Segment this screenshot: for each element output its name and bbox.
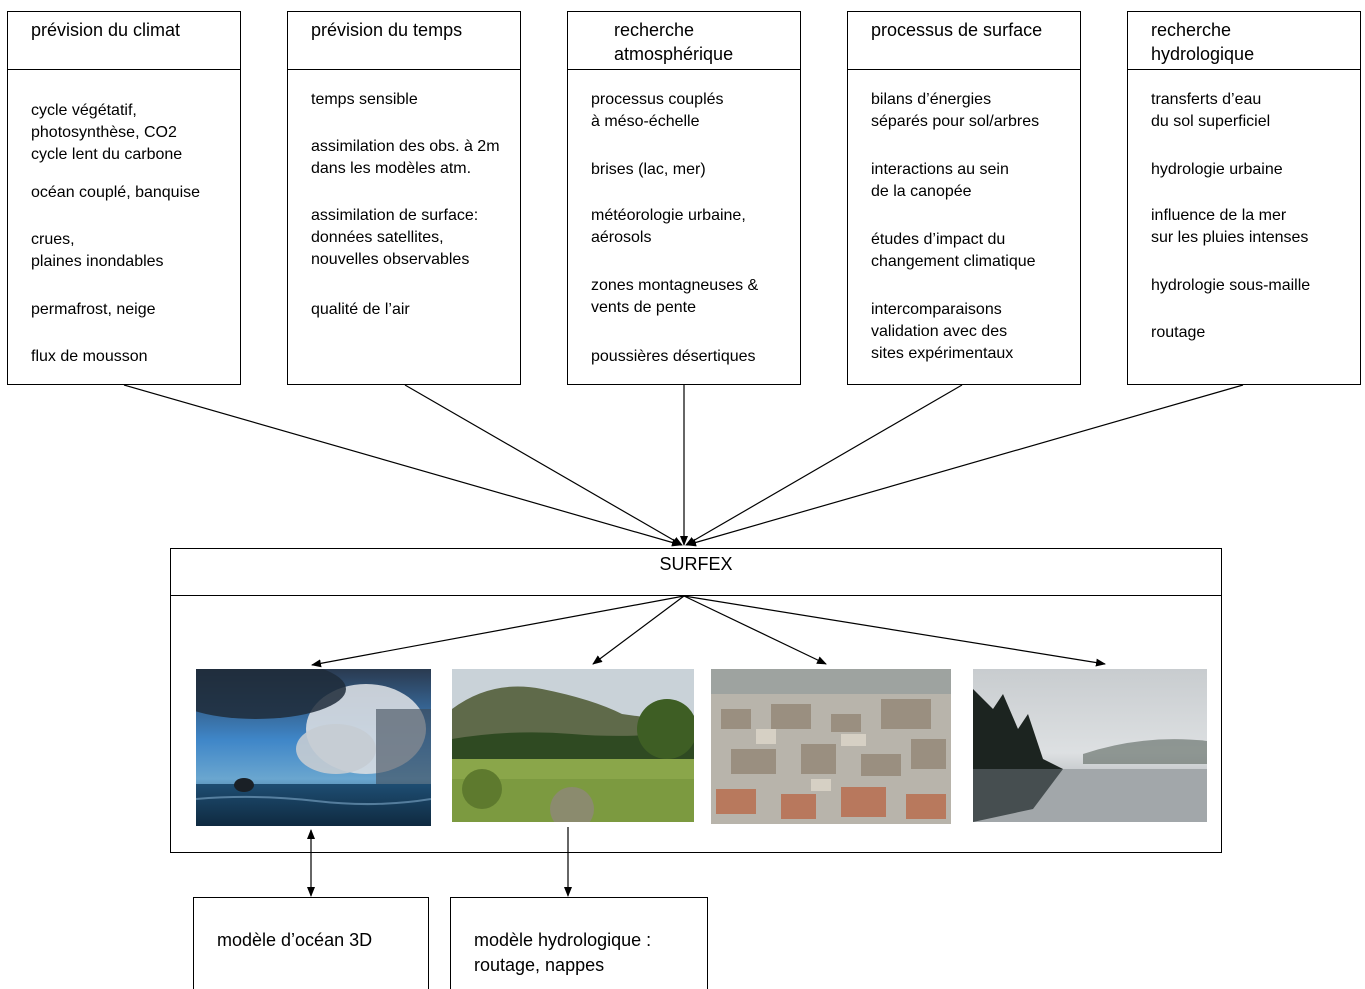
list-item: poussières désertiques <box>591 348 756 365</box>
list-item: flux de mousson <box>31 348 148 365</box>
list-item: temps sensible <box>311 91 418 108</box>
column-weather-forecast: prévision du temps temps sensible assimi… <box>287 11 521 385</box>
list-item: influence de la mer sur les pluies inten… <box>1151 207 1309 246</box>
surfex-title: SURFEX <box>659 554 733 574</box>
arrow-climat-to-surfex <box>123 384 682 547</box>
arrow-temps-to-surfex <box>404 384 683 546</box>
surfex-header: SURFEX <box>171 549 1221 596</box>
list-item: zones montagneuses & vents de pente <box>591 277 759 316</box>
city-aerial-photo <box>711 669 951 824</box>
ocean-model-box: modèle d’océan 3D <box>193 897 429 989</box>
misty-lake-photo <box>973 669 1207 822</box>
column-title: prévision du climat <box>31 20 181 40</box>
arrow-surface-to-surfex <box>685 384 963 546</box>
list-item: études d’impact du changement climatique <box>871 231 1036 270</box>
column-title: recherche hydrologique <box>1151 20 1255 64</box>
arrow-surfex-to-photo-3 <box>683 595 827 665</box>
list-item: météorologie urbaine, aérosols <box>591 207 746 246</box>
list-item: crues, plaines inondables <box>31 231 164 270</box>
list-item: bilans d’énergies séparés pour sol/arbre… <box>871 91 1040 130</box>
column-header: processus de surface <box>848 12 1080 70</box>
hydro-model-box: modèle hydrologique : routage, nappes <box>450 897 708 989</box>
column-header: recherche hydrologique <box>1128 12 1360 70</box>
ocean-model-label: modèle d’océan 3D <box>217 930 373 950</box>
ocean-storm-photo <box>196 669 431 826</box>
list-item: hydrologie sous-maille <box>1151 277 1311 294</box>
column-title: recherche atmosphérique <box>614 20 734 64</box>
column-surface-processes: processus de surface bilans d’énergies s… <box>847 11 1081 385</box>
list-item: transferts d’eau du sol superficiel <box>1151 91 1271 130</box>
list-item: océan couplé, banquise <box>31 184 201 201</box>
list-item: assimilation de surface: données satelli… <box>311 207 479 268</box>
column-header: prévision du temps <box>288 12 520 70</box>
arrow-surfex-to-photo-1 <box>311 595 685 668</box>
list-item: brises (lac, mer) <box>591 161 706 178</box>
list-item: qualité de l’air <box>311 301 410 318</box>
list-item: processus couplés à méso-échelle <box>591 91 724 130</box>
column-title: processus de surface <box>871 20 1043 40</box>
list-item: hydrologie urbaine <box>1151 161 1283 178</box>
list-item: routage <box>1151 324 1206 341</box>
arrow-hydro-to-surfex <box>686 384 1244 547</box>
arrow-surfex-to-photo-2 <box>592 595 685 665</box>
list-item: intercomparaisons validation avec des si… <box>871 301 1014 362</box>
list-item: cycle végétatif, photosynthèse, CO2 cycl… <box>31 102 183 163</box>
list-item: permafrost, neige <box>31 301 156 318</box>
column-atmospheric-research: recherche atmosphérique processus couplé… <box>567 11 801 385</box>
list-item: assimilation des obs. à 2m dans les modè… <box>311 138 500 177</box>
hydro-model-label: modèle hydrologique : routage, nappes <box>474 930 652 975</box>
surfex-box: SURFEX <box>170 548 1222 853</box>
column-header: recherche atmosphérique <box>568 12 800 70</box>
arrow-surfex-to-photo-4 <box>683 595 1106 667</box>
column-title: prévision du temps <box>311 20 463 40</box>
column-climate-forecast: prévision du climat cycle végétatif, pho… <box>7 11 241 385</box>
list-item: interactions au sein de la canopée <box>871 161 1009 200</box>
column-header: prévision du climat <box>8 12 240 70</box>
column-hydrological-research: recherche hydrologique transferts d’eau … <box>1127 11 1361 385</box>
grassland-hills-photo <box>452 669 694 822</box>
